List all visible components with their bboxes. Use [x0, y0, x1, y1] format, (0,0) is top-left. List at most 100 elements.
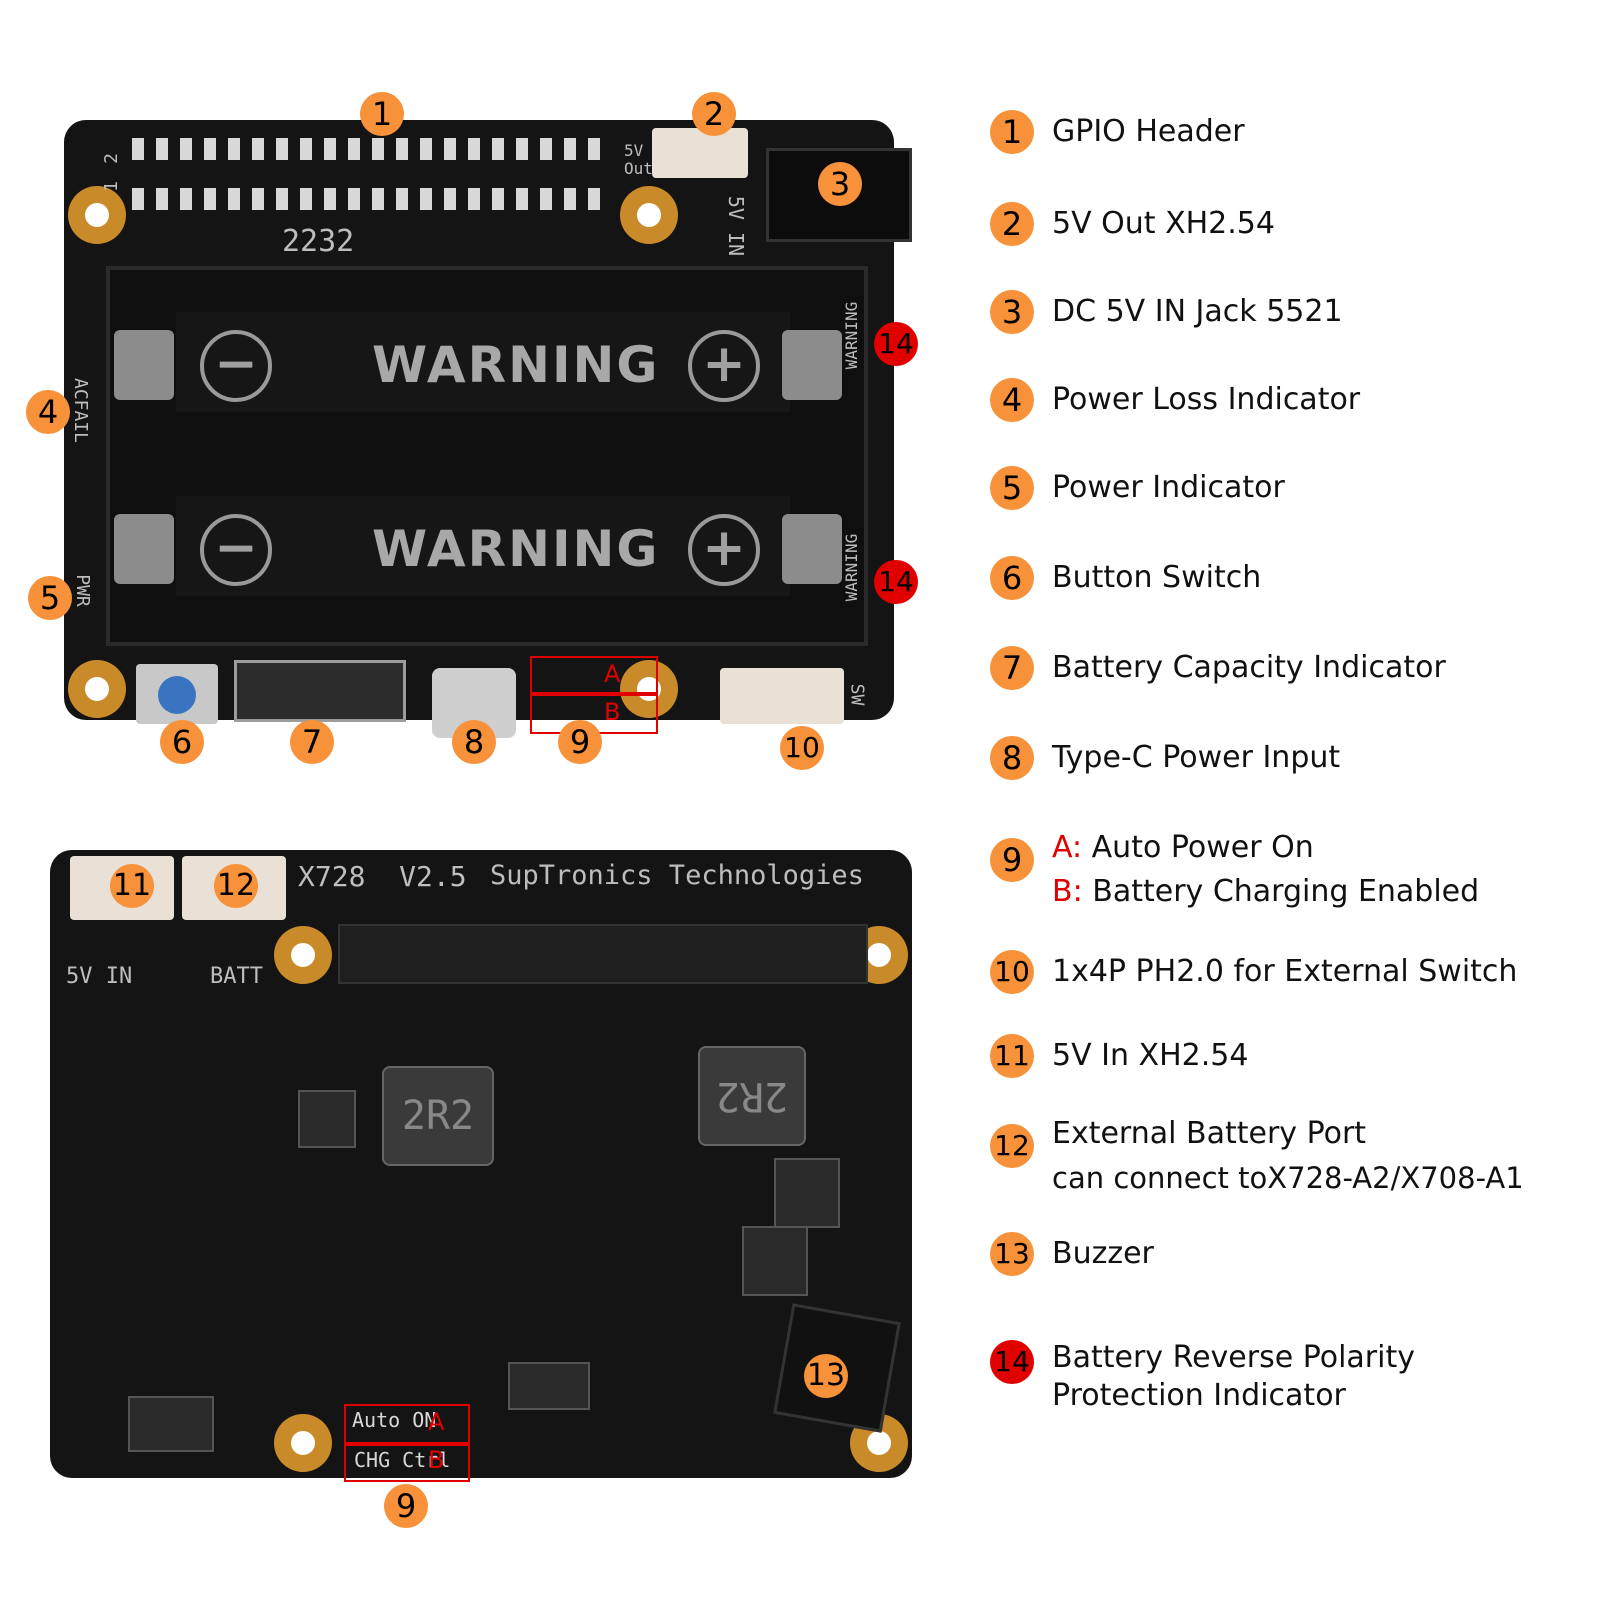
- callout-9-top: 9: [558, 720, 602, 764]
- legend-badge: 2: [990, 202, 1034, 246]
- gpio-pin: [444, 188, 456, 210]
- ic-chip: [508, 1362, 590, 1410]
- gpio-pin: [492, 138, 504, 160]
- gpio-pin: [300, 188, 312, 210]
- gpio-pin: [348, 188, 360, 210]
- battery-slot-2: [176, 496, 790, 596]
- inductor-1: 2R2: [382, 1066, 494, 1166]
- legend-text: External Battery Port: [1052, 1116, 1367, 1151]
- legend-badge: 6: [990, 556, 1034, 600]
- legend-text: Button Switch: [1052, 560, 1262, 595]
- callout-14-top: 14: [874, 322, 918, 366]
- gpio-pin: [516, 188, 528, 210]
- gpio-pin: [180, 138, 192, 160]
- legend-text: 1x4P PH2.0 for External Switch: [1052, 954, 1518, 989]
- legend-text: Battery Reverse Polarity: [1052, 1340, 1415, 1375]
- mounting-hole: [68, 660, 126, 718]
- inductor-2: 2R2: [698, 1046, 806, 1146]
- button-cap: [158, 676, 196, 714]
- gpio-pin: [588, 138, 600, 160]
- mounting-hole: [620, 660, 678, 718]
- gpio-pin: [132, 138, 144, 160]
- gpio-pin: [372, 138, 384, 160]
- gpio-pin: [396, 188, 408, 210]
- minus-icon: −: [200, 514, 272, 586]
- callout-6: 6: [160, 720, 204, 764]
- battery-clip: [782, 330, 842, 400]
- legend-badge: 9: [990, 838, 1034, 882]
- battery-clip: [114, 330, 174, 400]
- legend-badge: 10: [990, 950, 1034, 994]
- legend-badge: 7: [990, 646, 1034, 690]
- callout-11: 11: [110, 864, 154, 908]
- chg-ctrl-label: CHG Ctrl: [354, 1448, 451, 1472]
- battery-clip: [114, 514, 174, 584]
- model-label: X728 V2.5: [298, 860, 467, 893]
- ic-chip: [298, 1090, 356, 1148]
- gpio-pin: [156, 138, 168, 160]
- brand-label: SupTronics Technologies: [490, 860, 864, 891]
- gpio-header-female: [338, 924, 868, 984]
- legend-badge: 5: [990, 466, 1034, 510]
- mounting-hole: [274, 926, 332, 984]
- silk-sw: SW: [846, 683, 868, 706]
- legend-text: GPIO Header: [1052, 114, 1245, 149]
- gpio-pin: [492, 188, 504, 210]
- gpio-pin: [132, 188, 144, 210]
- silk-5vin-bottom: 5V IN: [66, 964, 133, 989]
- gpio-pin: [468, 138, 480, 160]
- legend-text-b: B: Battery Charging Enabled: [1052, 870, 1479, 914]
- legend-letter-a: A:: [1052, 830, 1083, 865]
- legend-badge: 1: [990, 110, 1034, 154]
- battery-slot-1: [176, 312, 790, 412]
- gpio-pin: [180, 188, 192, 210]
- legend-badge: 4: [990, 378, 1034, 422]
- gpio-pin: [564, 138, 576, 160]
- callout-4: 4: [26, 390, 70, 434]
- gpio-pin: [228, 188, 240, 210]
- gpio-pin: [324, 188, 336, 210]
- ic-chip: [774, 1158, 840, 1228]
- warning-label-1: WARNING: [372, 336, 660, 394]
- pin1-label: 1: [100, 181, 122, 192]
- gpio-pin: [372, 188, 384, 210]
- gpio-pin: [276, 138, 288, 160]
- ic-chip: [742, 1226, 808, 1296]
- silk-batt: BATT: [210, 964, 263, 989]
- callout-1: 1: [360, 92, 404, 136]
- legend-text: Type-C Power Input: [1052, 740, 1341, 775]
- jumper-b-label: B: [604, 698, 621, 726]
- legend-letter-b: B:: [1052, 874, 1083, 909]
- legend-badge: 14: [990, 1340, 1034, 1384]
- gpio-pin: [252, 188, 264, 210]
- gpio-pin: [444, 138, 456, 160]
- jumper-a-label-bottom: A: [428, 1408, 445, 1436]
- silk-acfail: ACFAIL: [70, 377, 92, 444]
- gpio-pin: [516, 138, 528, 160]
- gpio-pin: [228, 138, 240, 160]
- callout-14-bottom: 14: [874, 560, 918, 604]
- battery-clip: [782, 514, 842, 584]
- gpio-pin: [540, 138, 552, 160]
- callout-3: 3: [818, 162, 862, 206]
- legend-text-a-value: Auto Power On: [1091, 830, 1314, 865]
- legend-text-line2: can connect toX728-A2/X708-A1: [1052, 1161, 1524, 1195]
- gpio-pin: [204, 188, 216, 210]
- gpio-pin: [300, 138, 312, 160]
- jumper-a-label: A: [604, 660, 621, 688]
- gpio-pin: [204, 138, 216, 160]
- gpio-header: [132, 138, 600, 210]
- legend-badge: 3: [990, 290, 1034, 334]
- callout-2: 2: [692, 92, 736, 136]
- gpio-pin: [564, 188, 576, 210]
- callout-13: 13: [804, 1354, 848, 1398]
- mounting-hole: [274, 1414, 332, 1472]
- silk-warning-r1: WARNING: [842, 301, 862, 370]
- legend-text: DC 5V IN Jack 5521: [1052, 294, 1343, 329]
- battery-capacity-leds: [234, 660, 406, 722]
- legend-text: Power Indicator: [1052, 470, 1285, 505]
- pin2-label: 2: [100, 153, 122, 164]
- callout-10: 10: [780, 726, 824, 770]
- legend-text: 5V In XH2.54: [1052, 1038, 1249, 1073]
- warning-label-2: WARNING: [372, 520, 660, 578]
